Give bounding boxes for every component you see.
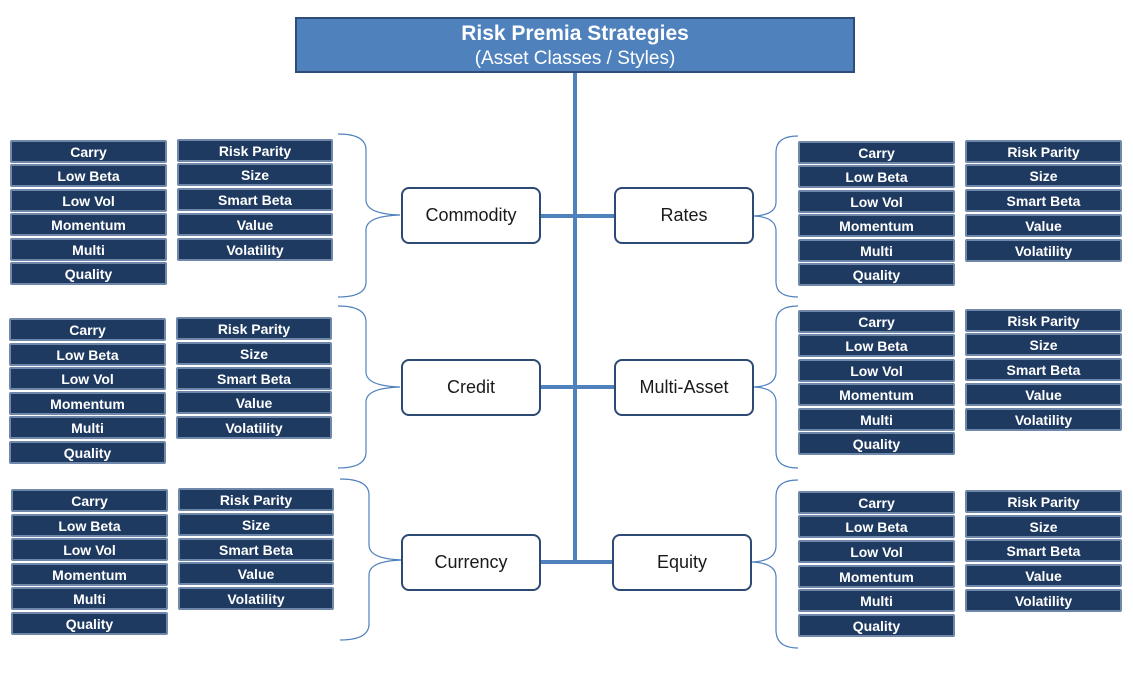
- tag-value: Value: [176, 391, 332, 414]
- tag-value: Value: [177, 213, 333, 236]
- tag-low-vol: Low Vol: [798, 540, 955, 563]
- category-rates: Rates: [614, 187, 754, 244]
- tag-size: Size: [965, 333, 1122, 356]
- tag-multi: Multi: [798, 589, 955, 612]
- category-equity: Equity: [612, 534, 752, 591]
- tag-size: Size: [177, 163, 333, 186]
- tag-carry: Carry: [798, 141, 955, 164]
- diagram-subtitle: (Asset Classes / Styles): [474, 48, 676, 69]
- tag-momentum: Momentum: [10, 213, 167, 236]
- tag-momentum: Momentum: [11, 563, 168, 586]
- tag-low-beta: Low Beta: [10, 164, 167, 187]
- tag-quality: Quality: [798, 614, 955, 637]
- tag-volatility: Volatility: [965, 589, 1122, 612]
- tag-multi: Multi: [9, 416, 166, 439]
- tag-carry: Carry: [9, 318, 166, 341]
- tag-quality: Quality: [798, 432, 955, 455]
- category-credit: Credit: [401, 359, 541, 416]
- tag-carry: Carry: [10, 140, 167, 163]
- tag-carry: Carry: [11, 489, 168, 512]
- tag-smart-beta: Smart Beta: [178, 538, 334, 561]
- tag-quality: Quality: [11, 612, 168, 635]
- tag-low-beta: Low Beta: [798, 515, 955, 538]
- tag-carry: Carry: [798, 310, 955, 333]
- tag-size: Size: [178, 513, 334, 536]
- tag-multi: Multi: [11, 587, 168, 610]
- diagram-title-box: Risk Premia Strategies (Asset Classes / …: [295, 17, 855, 73]
- tag-risk-parity: Risk Parity: [965, 140, 1122, 163]
- tag-quality: Quality: [10, 262, 167, 285]
- tag-risk-parity: Risk Parity: [965, 490, 1122, 513]
- tag-multi: Multi: [798, 408, 955, 431]
- tag-multi: Multi: [798, 239, 955, 262]
- tag-low-vol: Low Vol: [10, 189, 167, 212]
- tag-smart-beta: Smart Beta: [965, 358, 1122, 381]
- tag-volatility: Volatility: [965, 408, 1122, 431]
- tag-quality: Quality: [9, 441, 166, 464]
- tag-value: Value: [965, 383, 1122, 406]
- tag-low-vol: Low Vol: [9, 367, 166, 390]
- tag-momentum: Momentum: [798, 565, 955, 588]
- tag-smart-beta: Smart Beta: [177, 188, 333, 211]
- tag-size: Size: [176, 342, 332, 365]
- tag-momentum: Momentum: [9, 392, 166, 415]
- tag-low-beta: Low Beta: [798, 334, 955, 357]
- tag-smart-beta: Smart Beta: [965, 539, 1122, 562]
- category-currency: Currency: [401, 534, 541, 591]
- tag-volatility: Volatility: [965, 239, 1122, 262]
- tag-low-vol: Low Vol: [11, 538, 168, 561]
- tag-risk-parity: Risk Parity: [177, 139, 333, 162]
- tag-risk-parity: Risk Parity: [965, 309, 1122, 332]
- category-multi-asset: Multi-Asset: [614, 359, 754, 416]
- tag-momentum: Momentum: [798, 214, 955, 237]
- category-commodity: Commodity: [401, 187, 541, 244]
- tag-smart-beta: Smart Beta: [965, 189, 1122, 212]
- tag-size: Size: [965, 164, 1122, 187]
- tag-multi: Multi: [10, 238, 167, 261]
- tag-momentum: Momentum: [798, 383, 955, 406]
- tag-quality: Quality: [798, 263, 955, 286]
- tag-risk-parity: Risk Parity: [176, 317, 332, 340]
- tag-risk-parity: Risk Parity: [178, 488, 334, 511]
- tag-volatility: Volatility: [176, 416, 332, 439]
- tag-value: Value: [965, 214, 1122, 237]
- tag-carry: Carry: [798, 491, 955, 514]
- tag-low-beta: Low Beta: [11, 514, 168, 537]
- tag-smart-beta: Smart Beta: [176, 367, 332, 390]
- tag-low-vol: Low Vol: [798, 359, 955, 382]
- tag-value: Value: [965, 564, 1122, 587]
- tag-size: Size: [965, 515, 1122, 538]
- tag-low-vol: Low Vol: [798, 190, 955, 213]
- tag-low-beta: Low Beta: [9, 343, 166, 366]
- tag-value: Value: [178, 562, 334, 585]
- tag-volatility: Volatility: [178, 587, 334, 610]
- tag-volatility: Volatility: [177, 238, 333, 261]
- tag-low-beta: Low Beta: [798, 165, 955, 188]
- diagram-title: Risk Premia Strategies: [461, 22, 689, 45]
